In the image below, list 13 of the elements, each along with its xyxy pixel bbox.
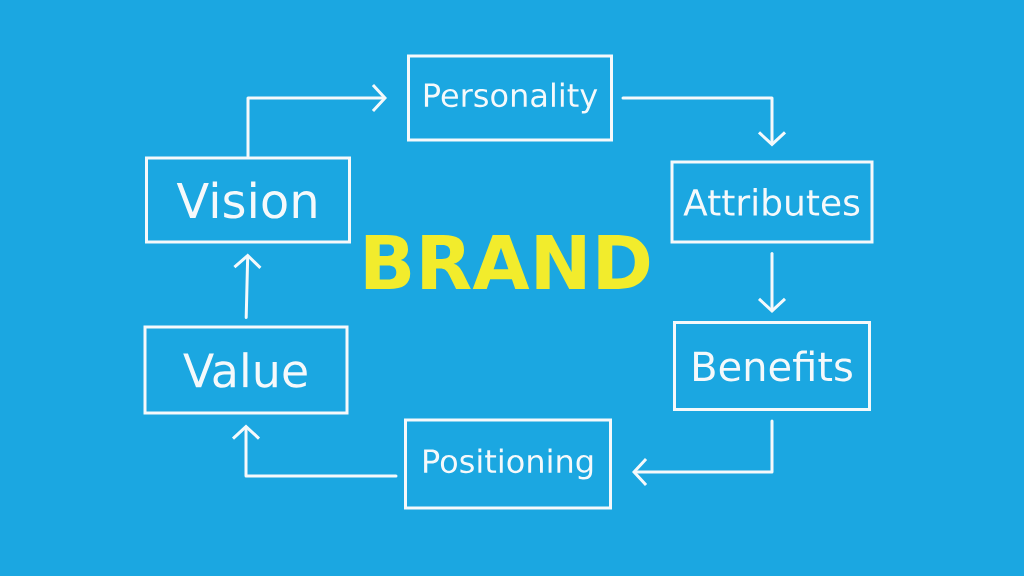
- arrow: [621, 96, 786, 147]
- process-box: Vision: [145, 156, 351, 244]
- process-box: Positioning: [404, 418, 612, 510]
- process-box: Benefits: [673, 321, 871, 411]
- arrow: [632, 419, 774, 486]
- process-box: Attributes: [670, 160, 874, 244]
- process-box: Personality: [407, 54, 613, 142]
- center-heading: BRAND: [365, 235, 650, 289]
- arrow: [233, 253, 262, 319]
- process-box: Value: [143, 325, 349, 415]
- arrow: [246, 83, 387, 158]
- arrow: [232, 424, 398, 478]
- arrow: [758, 252, 786, 313]
